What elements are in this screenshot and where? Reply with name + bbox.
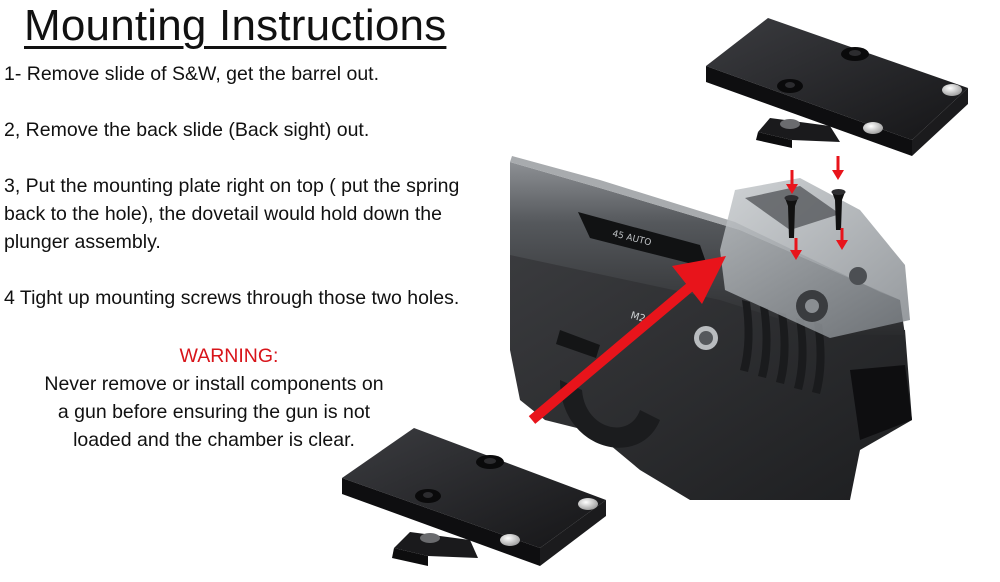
top-mounting-plate [706, 18, 968, 156]
logo-icon [694, 326, 718, 350]
warning-title: WARNING: [179, 345, 279, 367]
mounting-screws [784, 189, 846, 238]
slide-engraving: M2.0 [629, 310, 656, 327]
slide-serrations [740, 300, 825, 394]
instruction-steps: 1- Remove slide of S&W, get the barrel o… [4, 60, 504, 340]
pin-icon [578, 498, 598, 510]
warning-text: Never remove or install components on a … [44, 373, 384, 451]
screw-icon [420, 533, 440, 543]
page-title: Mounting Instructions [24, 1, 447, 50]
step-2: 2, Remove the back slide (Back sight) ou… [4, 119, 370, 141]
screw-icon [780, 119, 800, 129]
step-1: 1- Remove slide of S&W, get the barrel o… [4, 63, 380, 85]
pin-icon [500, 534, 520, 546]
step-3: 3, Put the mounting plate right on top (… [4, 175, 460, 253]
hole-icon [415, 489, 441, 503]
pin-icon [942, 84, 962, 96]
direction-arrows [528, 156, 848, 424]
hole-icon [841, 47, 869, 61]
small-arrow-icon [786, 156, 848, 260]
hole-icon [777, 79, 803, 93]
warning-block: WARNING: Never remove or install compone… [4, 342, 424, 454]
step-4: 4 Tight up mounting screws through those… [4, 287, 460, 309]
hole-icon [476, 455, 504, 469]
pistol-illustration: 45 AUTO M2.0 [510, 156, 912, 500]
adjustment-dial-icon [796, 290, 828, 322]
large-arrow-icon [672, 256, 726, 304]
pin-icon [863, 122, 883, 134]
red-dot-optic [720, 178, 910, 338]
barrel-engraving: 45 AUTO [611, 229, 652, 248]
